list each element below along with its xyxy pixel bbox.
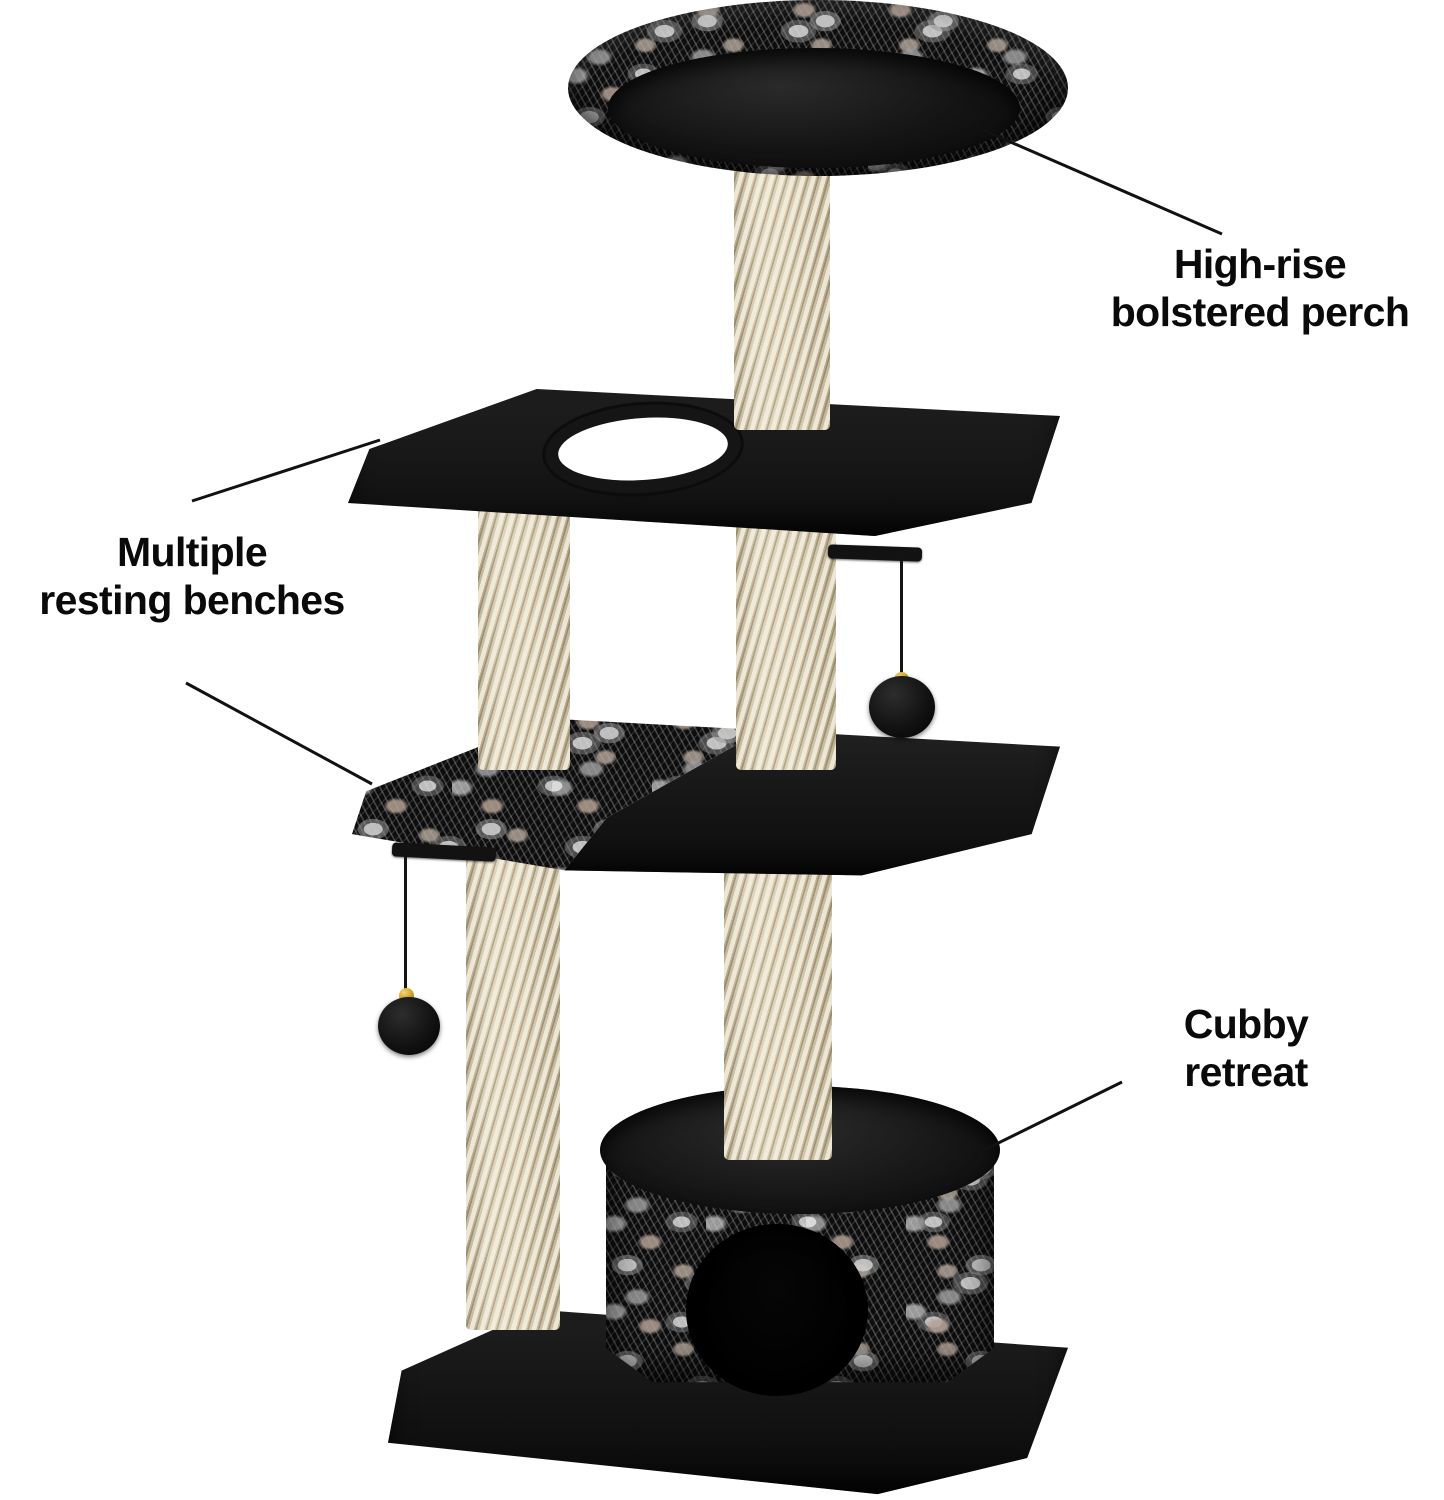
callout-perch-line2: bolstered perch bbox=[1110, 289, 1410, 336]
sisal-post-top bbox=[734, 150, 830, 430]
callout-resting-benches: Multiple resting benches bbox=[8, 528, 376, 625]
callout-perch-line1: High-rise bbox=[1173, 241, 1347, 287]
callout-cubby-retreat: Cubby retreat bbox=[1096, 1000, 1396, 1097]
cubby-entrance-hole bbox=[686, 1224, 868, 1396]
callout-cubby-line1: Cubby bbox=[1183, 1001, 1309, 1047]
toy-cord-lower bbox=[404, 857, 407, 997]
sisal-post-center-lower bbox=[724, 840, 832, 1160]
callout-benches-line1: Multiple bbox=[116, 529, 268, 575]
toy-pompom-lower bbox=[378, 997, 440, 1055]
callout-high-rise-perch: High-rise bolstered perch bbox=[1084, 240, 1436, 337]
callout-benches-line2: resting benches bbox=[39, 577, 345, 624]
top-bolster-perch bbox=[568, 0, 1068, 180]
upper-bench bbox=[348, 386, 1060, 536]
leader-line-bench-lower bbox=[185, 681, 373, 786]
callout-cubby-line2: retreat bbox=[1184, 1049, 1308, 1096]
toy-arm-upper bbox=[827, 544, 923, 562]
perch-cushion bbox=[608, 48, 1020, 168]
sisal-post-left-lower bbox=[466, 840, 560, 1330]
toy-cord-upper bbox=[900, 558, 903, 678]
toy-pompom-upper bbox=[869, 676, 935, 738]
sisal-post-left-upper bbox=[478, 500, 570, 770]
sisal-post-center-upper bbox=[736, 500, 836, 770]
